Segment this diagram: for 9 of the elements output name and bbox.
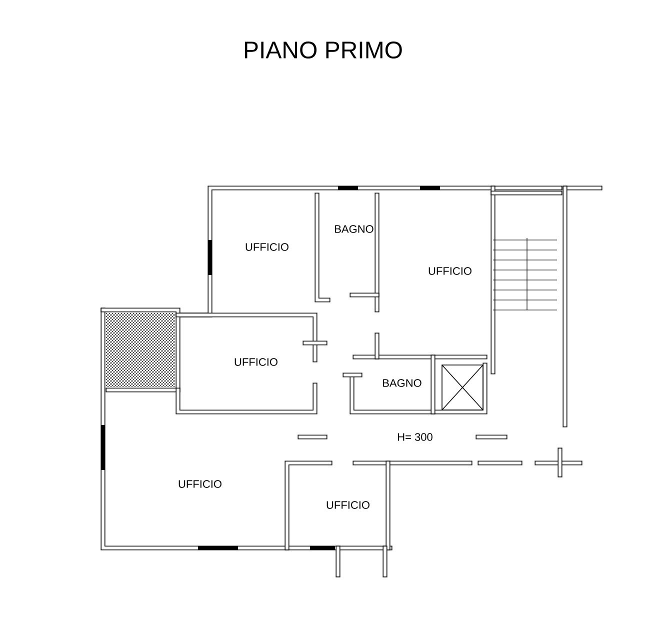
room-label: UFFICIO [234,358,278,366]
room-label: UFFICIO [178,480,222,488]
title: PIANO PRIMO [244,42,402,58]
room-label: BAGNO [383,379,422,387]
room-label: BAGNO [335,225,374,233]
room-label: UFFICIO [246,243,288,251]
room-label: UFFICIO [326,501,370,509]
room-label: UFFICIO [428,267,472,275]
room-label: H= 300 [398,433,432,441]
